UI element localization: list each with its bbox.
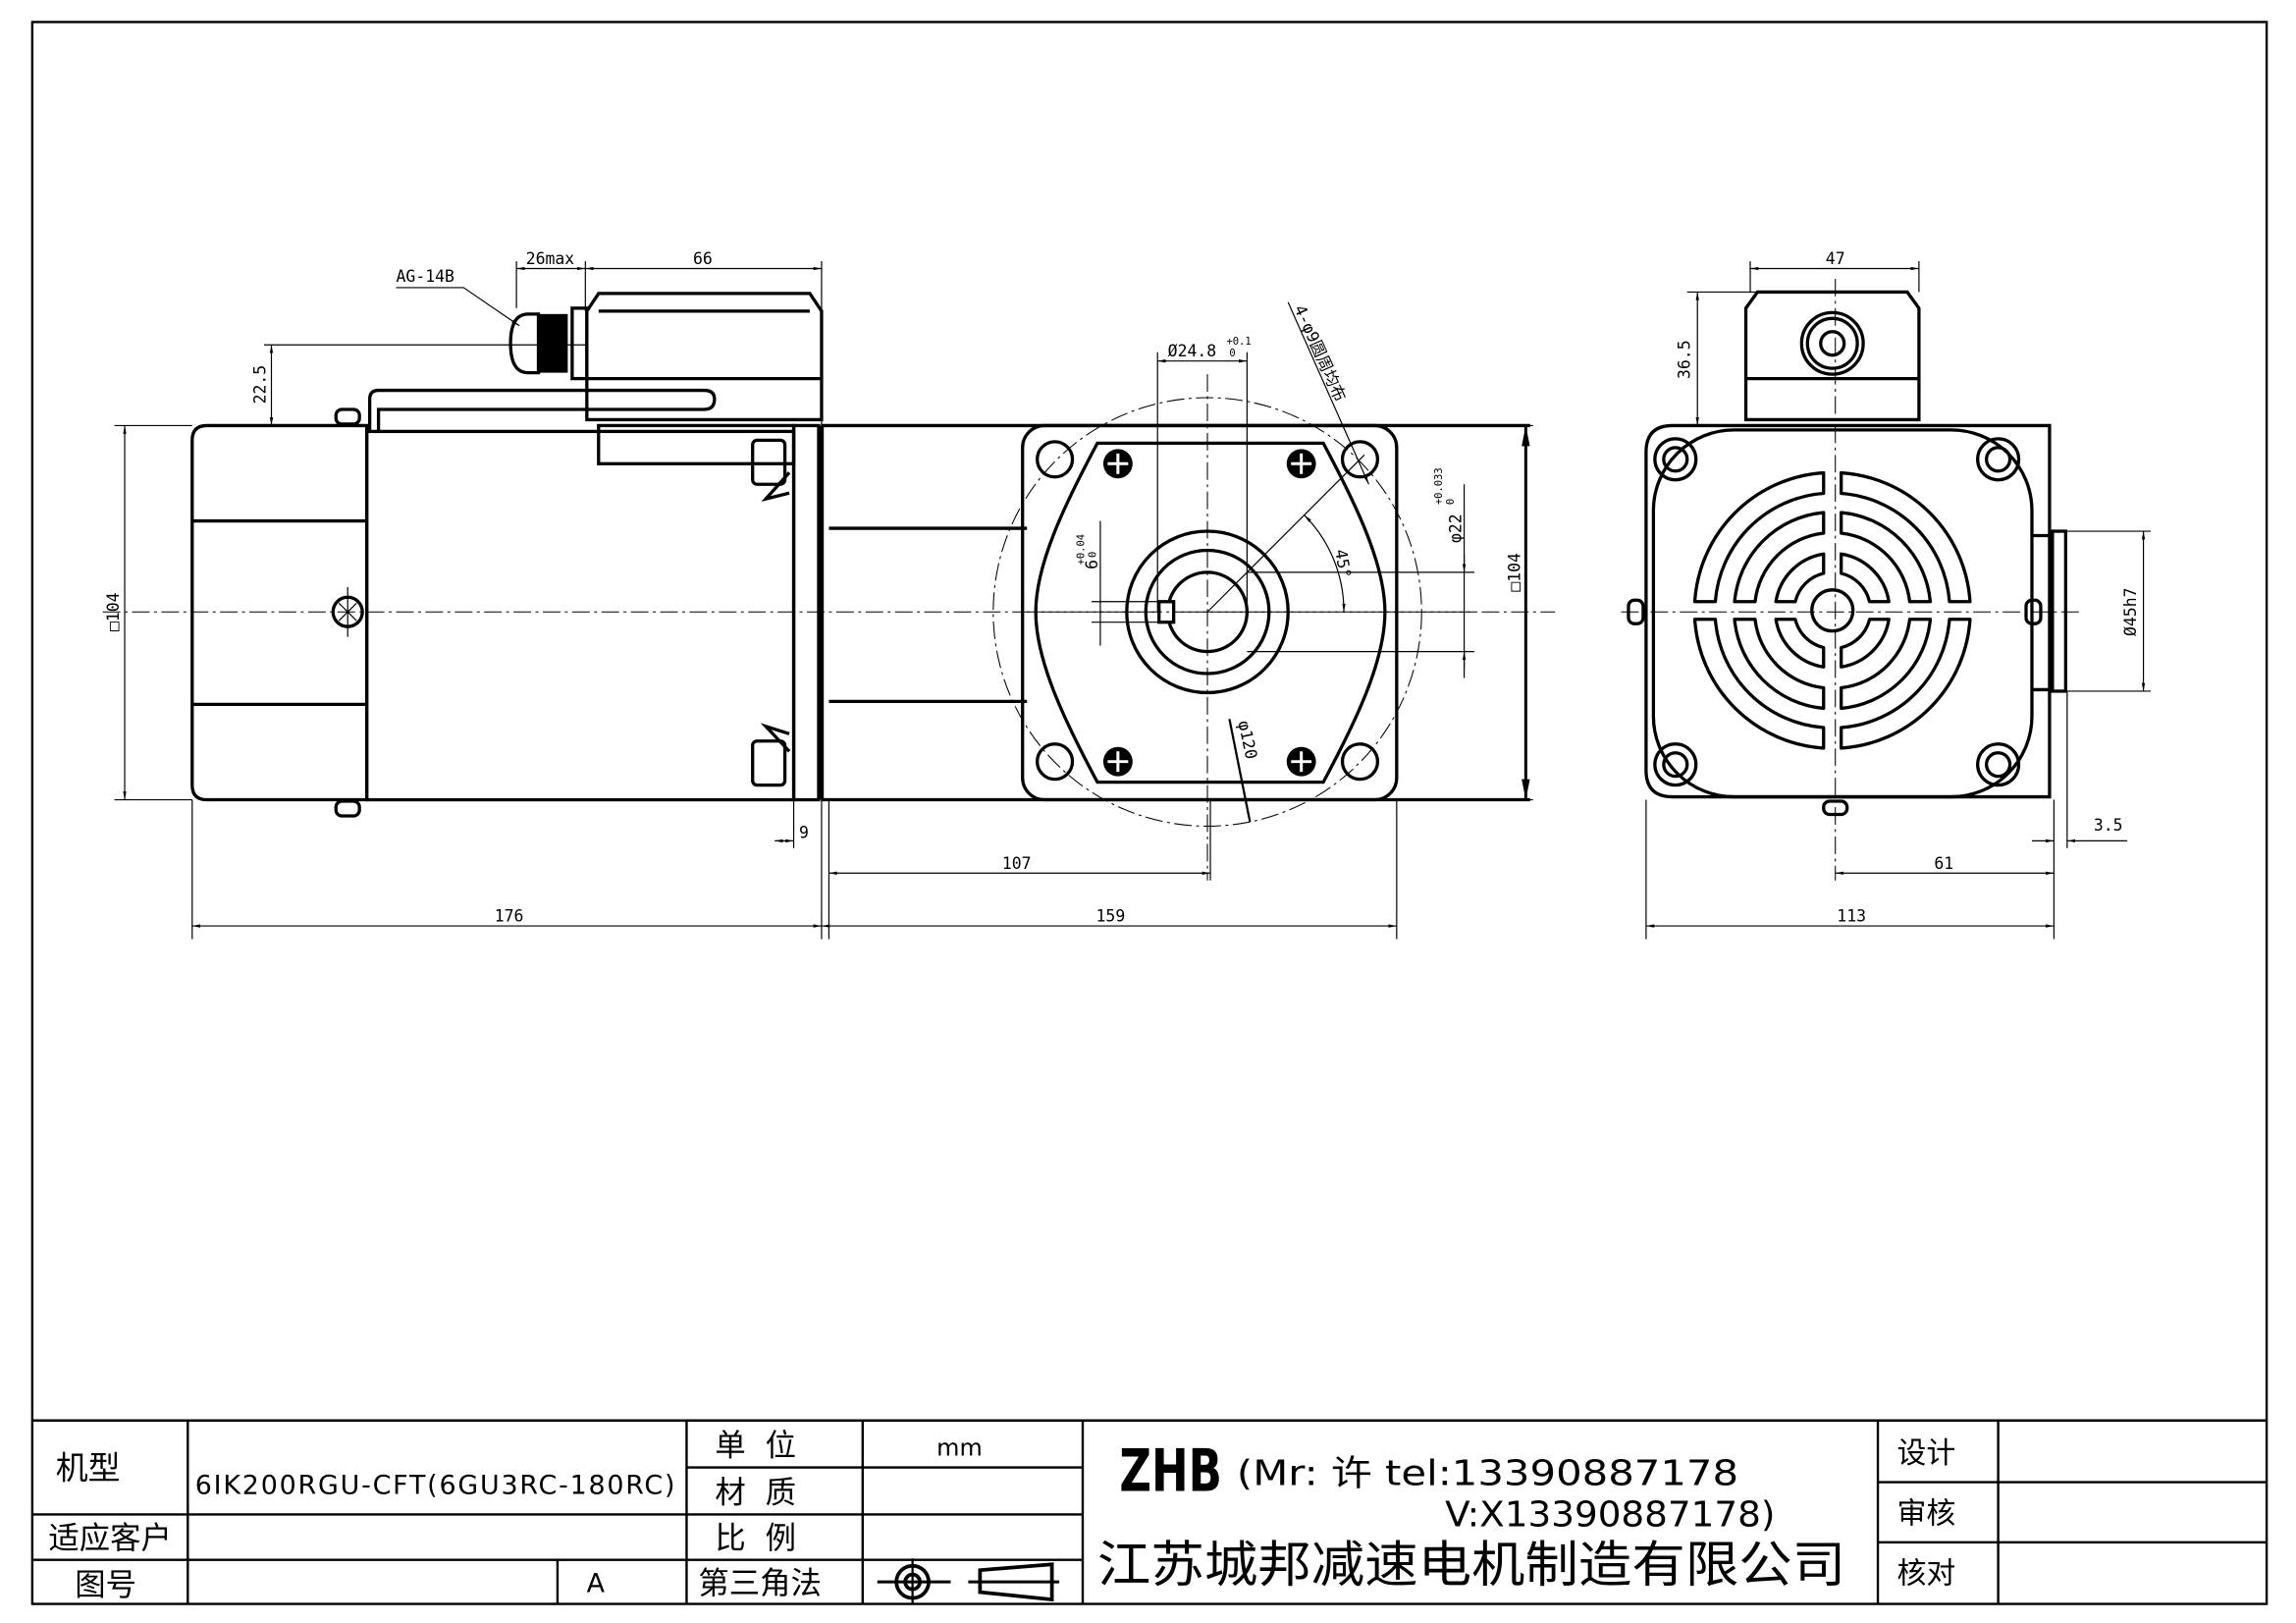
unit-label: 单 位: [715, 1429, 796, 1464]
dim-22-tol-lower: 0: [1445, 499, 1457, 505]
check-label: 核对: [1896, 1557, 1955, 1592]
dim-9: 9: [799, 823, 809, 841]
grille-slot: [1774, 552, 1826, 604]
customer-label: 适应客户: [48, 1521, 171, 1556]
label-ag14b: AG-14B: [397, 267, 454, 286]
rear-view: 47 36.5 Ø45h7 3.5 61 113: [1621, 249, 2152, 940]
dim-3-5: 3.5: [2094, 816, 2123, 835]
dim-24-8-tol-lower: 0: [1229, 348, 1235, 359]
dim-22-5: 22.5: [251, 365, 270, 405]
material-label: 材 质: [715, 1475, 796, 1510]
dim-45h7: Ø45h7: [2121, 587, 2140, 635]
grille-slot: [1840, 618, 1891, 669]
dim-176: 176: [495, 907, 524, 926]
dim-159: 159: [1096, 907, 1126, 926]
fan-grille: [1692, 470, 1972, 750]
sheet-border: [30, 21, 2269, 1605]
model-label: 机型: [56, 1449, 121, 1488]
grille-slot: [1733, 511, 1826, 604]
dim-120: φ120: [1235, 719, 1261, 761]
dim-sq104-left: □104: [104, 592, 123, 631]
mounting-holes: [1036, 440, 1380, 782]
scale-label: 比 例: [715, 1521, 796, 1556]
revision: A: [587, 1569, 606, 1599]
projection-label: 第三角法: [698, 1566, 821, 1601]
dim-key-tol-upper: +0.04: [1075, 534, 1087, 565]
contact-line-1: (Mr: 许 tel:13390887178: [1237, 1454, 1738, 1494]
dim-107: 107: [1002, 854, 1032, 873]
unit-value: mm: [936, 1434, 983, 1462]
model-value: 6IK200RGU-CFT(6GU3RC-180RC): [195, 1470, 675, 1500]
design-label: 设计: [1896, 1436, 1955, 1471]
third-angle-projection-icon: [877, 1558, 1060, 1604]
grille-slot: [1840, 552, 1891, 604]
grille-slot: [1692, 470, 1826, 604]
dim-113: 113: [1837, 907, 1866, 926]
dim-22-tol-upper: +0.033: [1433, 467, 1445, 505]
dim-66: 66: [693, 249, 713, 268]
front-view: Ø24.8 +0.1 0 4-φ9圆周均布 45° φ22 +0.033 0 □…: [821, 301, 1533, 940]
dim-24-8-tol-upper: +0.1: [1226, 336, 1251, 348]
review-label: 审核: [1896, 1496, 1955, 1531]
note-4-holes: 4-φ9圆周均布: [1291, 302, 1350, 405]
dim-24-8: Ø24.8: [1168, 342, 1216, 360]
dim-45-deg: 45°: [1331, 548, 1355, 580]
title-block: 机型 6IK200RGU-CFT(6GU3RC-180RC) 适应客户 图号 A…: [31, 1419, 2268, 1604]
grille-slot: [1840, 511, 1933, 604]
company-name: 江苏城邦减速电机制造有限公司: [1097, 1536, 1845, 1594]
dim-47: 47: [1826, 249, 1845, 268]
corner-bolts: [1653, 437, 2021, 787]
dim-key-6: 6: [1083, 560, 1101, 569]
dim-22: φ22: [1447, 514, 1466, 543]
dim-key-tol-lower: 0: [1087, 552, 1098, 558]
dim-sq104-front: □104: [1505, 553, 1523, 592]
grille-slot: [1840, 618, 1972, 750]
brand-logo: ZHB: [1119, 1437, 1222, 1505]
dim-36-5: 36.5: [1676, 340, 1694, 379]
drawing-no-label: 图号: [75, 1568, 136, 1603]
grille-slot: [1840, 470, 1972, 604]
grille-slot: [1774, 618, 1826, 669]
screw-heads: [1102, 449, 1316, 777]
dim-61: 61: [1934, 854, 1953, 873]
grille-slot: [1692, 618, 1826, 750]
dim-26max: 26max: [526, 249, 575, 268]
grille-slot: [1840, 618, 1933, 711]
contact-line-2: V:X13390887178): [1445, 1494, 1775, 1535]
grille-slot: [1733, 618, 1826, 711]
